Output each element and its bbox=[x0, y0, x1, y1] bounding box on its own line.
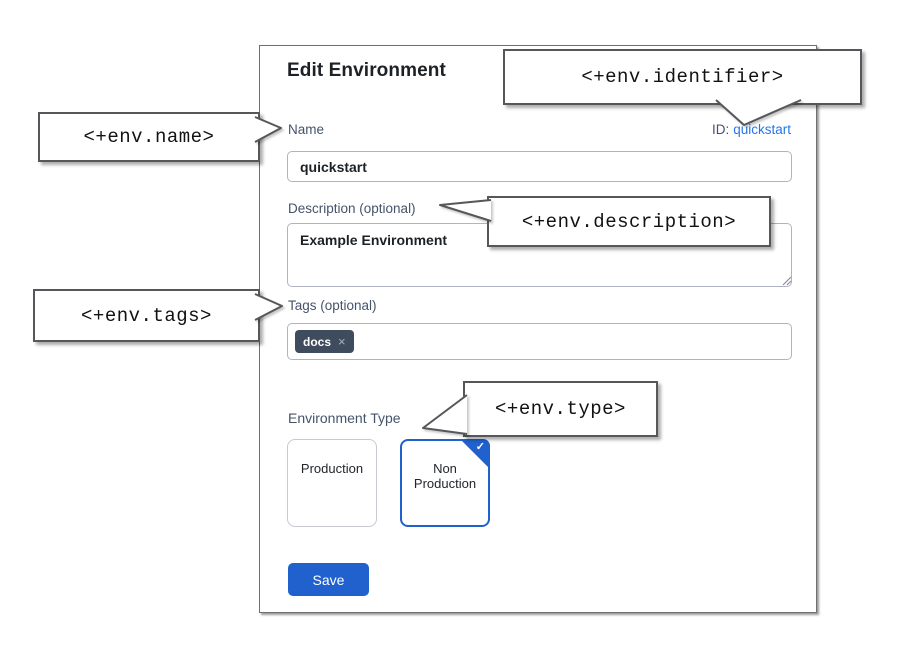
description-label: Description (optional) bbox=[288, 201, 416, 216]
callout-env-description: <+env.description> bbox=[487, 196, 771, 247]
callout-env-tags: <+env.tags> bbox=[33, 289, 260, 342]
save-button[interactable]: Save bbox=[288, 563, 369, 596]
type-card-production[interactable]: Production bbox=[287, 439, 377, 527]
tags-label: Tags (optional) bbox=[288, 298, 377, 313]
callout-env-identifier: <+env.identifier> bbox=[503, 49, 862, 105]
tag-remove-icon[interactable]: × bbox=[338, 334, 346, 349]
callout-env-name: <+env.name> bbox=[38, 112, 260, 162]
name-input[interactable] bbox=[287, 151, 792, 182]
type-card-non-production-label: Non Production bbox=[413, 461, 477, 491]
environment-type-label: Environment Type bbox=[288, 410, 401, 426]
edit-environment-dialog: Edit Environment Name ID:quickstart Desc… bbox=[259, 45, 817, 613]
selected-corner-fold bbox=[460, 439, 490, 469]
id-value-link[interactable]: quickstart bbox=[733, 122, 791, 137]
dialog-title: Edit Environment bbox=[287, 60, 446, 81]
type-card-production-label: Production bbox=[300, 461, 364, 476]
callout-env-type: <+env.type> bbox=[463, 381, 658, 437]
check-icon: ✓ bbox=[475, 441, 485, 453]
environment-id: ID:quickstart bbox=[712, 122, 791, 137]
tags-input[interactable]: docs × bbox=[287, 323, 792, 360]
tag-chip-label: docs bbox=[303, 334, 332, 349]
id-label: ID: bbox=[711, 122, 730, 137]
environment-type-options: Production ✓ Non Production bbox=[287, 439, 490, 527]
tag-chip: docs × bbox=[295, 330, 354, 353]
type-card-non-production[interactable]: ✓ Non Production bbox=[400, 439, 490, 527]
name-label: Name bbox=[288, 122, 325, 137]
